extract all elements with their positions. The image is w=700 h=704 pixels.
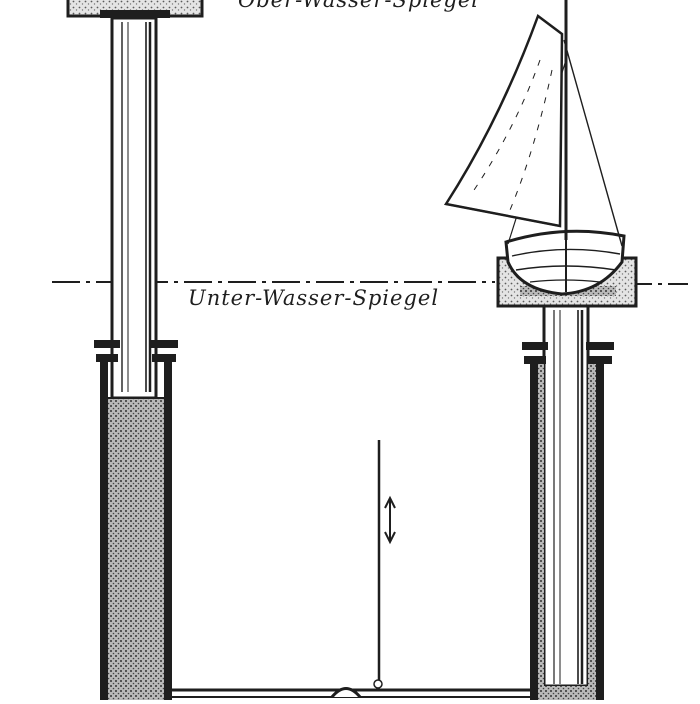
lower-water-level-line [52, 281, 692, 285]
left-piston [110, 16, 158, 400]
left-lift-trough-top [66, 0, 204, 18]
right-piston [542, 304, 590, 688]
connecting-pipe [172, 679, 530, 698]
right-cylinder [522, 342, 614, 700]
lower-water-level-label: Unter-Wasser-Spiegel [188, 286, 440, 310]
boat-mast-and-sail [443, 0, 623, 247]
boat-hull [504, 229, 626, 296]
left-cylinder [94, 340, 178, 700]
valve-rod [377, 440, 396, 680]
upper-water-level-label: Ober-Wasser-Spiegel [238, 0, 480, 12]
